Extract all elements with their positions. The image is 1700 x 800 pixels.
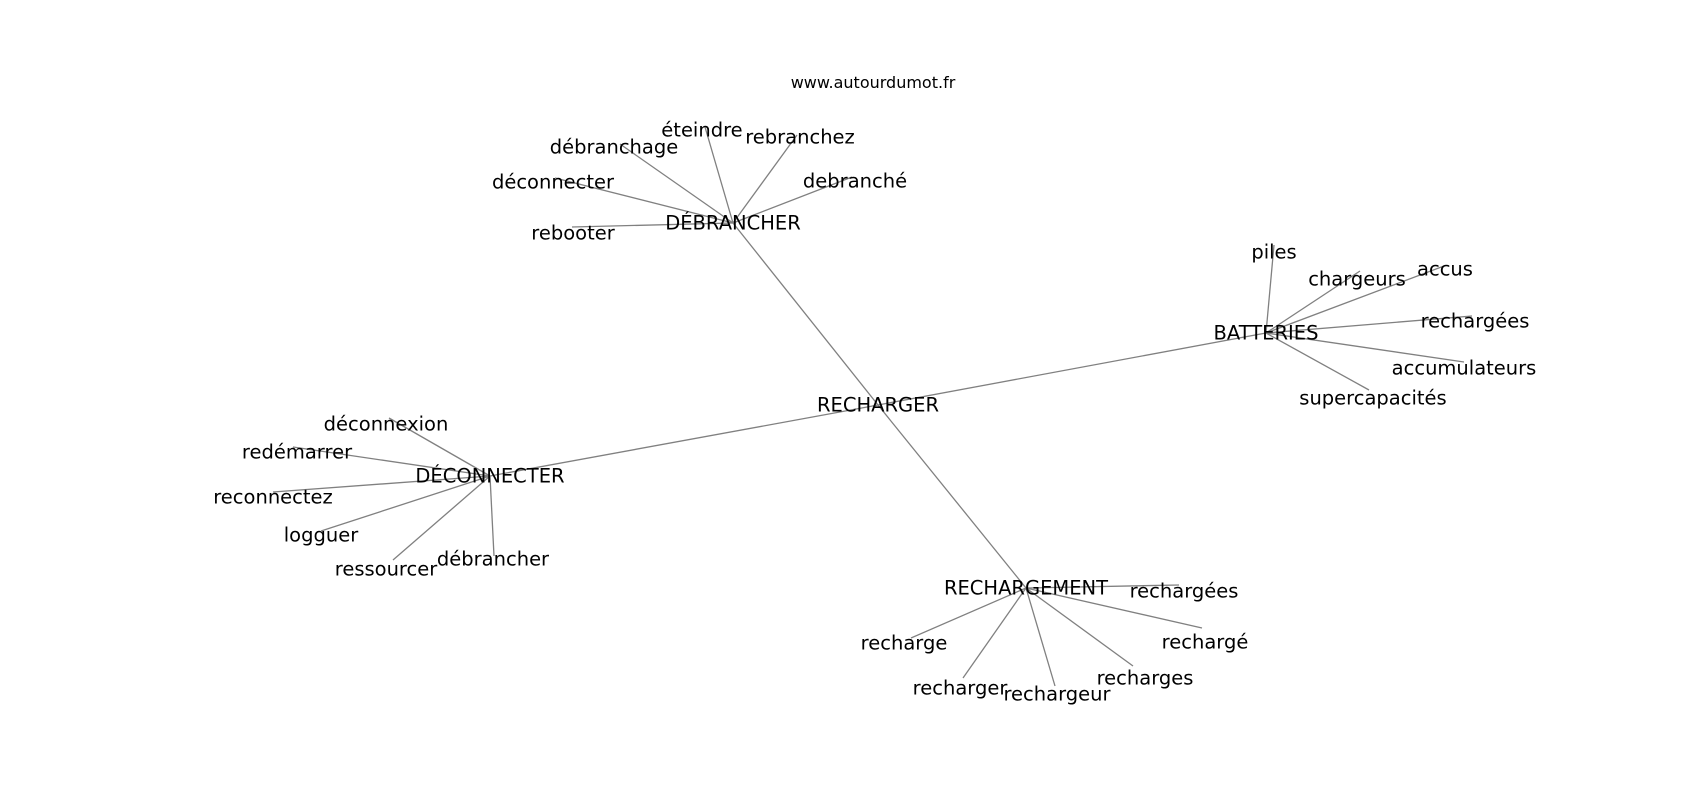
leaf-node-rebranchez: rebranchez: [745, 126, 855, 149]
source-credit: www.autourdumot.fr: [791, 73, 956, 92]
edge-batteries-to-accus: [1265, 265, 1445, 334]
edge-center-to-rechargement: [877, 404, 1027, 589]
leaf-node-recharges: recharges: [1097, 667, 1194, 690]
edge-center-to-batteries: [877, 332, 1267, 406]
leaf-node-logguer: logguer: [284, 524, 359, 547]
edge-debrancher-to-rebranchez: [732, 134, 798, 224]
edge-debrancher-to-rebooter: [571, 222, 734, 228]
leaf-node-debrancher: débrancher: [437, 548, 550, 571]
edge-deconnecter-to-redemarrer: [292, 446, 491, 477]
center-node-recharger: RECHARGER: [817, 394, 939, 417]
leaf-node-eteindre: éteindre: [661, 119, 742, 142]
leaf-node-rechargees: rechargées: [1130, 580, 1239, 603]
edge-deconnecter-to-reconnectez: [272, 475, 491, 493]
leaf-node-rebooter: rebooter: [531, 222, 615, 245]
leaf-node-debranchage: débranchage: [550, 136, 678, 159]
edge-rechargement-to-recharges: [1025, 587, 1134, 667]
edge-deconnecter-to-logguer: [320, 475, 491, 532]
graph-edges: [272, 126, 1473, 687]
leaf-node-redemarrer: redémarrer: [242, 441, 353, 464]
edge-debrancher-to-eteindre: [704, 126, 734, 224]
edge-batteries-to-supercapacites: [1265, 332, 1370, 391]
hub-node-debrancher: DÉBRANCHER: [665, 212, 801, 235]
leaf-node-recharger: recharger: [913, 677, 1009, 700]
edge-deconnecter-to-deconnexion: [388, 417, 491, 477]
leaf-node-reconnectez: reconnectez: [213, 486, 333, 509]
hub-node-deconnecter: DÉCONNECTER: [415, 465, 564, 488]
edge-rechargement-to-recharger: [962, 587, 1027, 679]
edge-deconnecter-to-ressourcer: [392, 475, 491, 561]
leaf-node-accus: accus: [1417, 258, 1473, 281]
edge-debrancher-to-debranchage: [619, 143, 734, 224]
hub-node-batteries: BATTERIES: [1213, 322, 1318, 345]
leaf-node-recharge: rechargé: [1162, 631, 1249, 654]
edge-debrancher-to-deconnecter: [554, 177, 734, 224]
leaf-node-piles: piles: [1251, 241, 1296, 264]
leaf-node-supercapacites: supercapacités: [1299, 387, 1446, 410]
edge-batteries-to-chargeurs: [1265, 270, 1361, 334]
edge-batteries-to-rechargees: [1265, 315, 1473, 334]
edge-rechargement-to-rechargees: [1025, 584, 1180, 589]
leaf-node-deconnecter: déconnecter: [492, 171, 615, 194]
edge-center-to-debrancher: [732, 222, 879, 406]
edge-rechargement-to-recharge: [1025, 587, 1203, 629]
edge-center-to-deconnecter: [489, 404, 879, 477]
leaf-node-chargeurs: chargeurs: [1308, 268, 1406, 291]
leaf-node-rechargeur: rechargeur: [1003, 683, 1111, 706]
edge-deconnecter-to-debrancher: [489, 475, 495, 557]
leaf-node-accumulateurs: accumulateurs: [1392, 357, 1537, 380]
leaf-node-recharge: recharge: [861, 632, 948, 655]
edge-batteries-to-piles: [1265, 244, 1275, 334]
edge-debrancher-to-debranche: [732, 176, 853, 224]
leaf-node-debranche: debranché: [803, 170, 907, 193]
edge-rechargement-to-recharge: [910, 587, 1027, 639]
edge-batteries-to-accumulateurs: [1265, 332, 1465, 363]
edge-rechargement-to-rechargeur: [1025, 587, 1056, 687]
leaf-node-rechargees: rechargées: [1421, 310, 1530, 333]
leaf-node-deconnexion: déconnexion: [324, 413, 449, 436]
leaf-node-ressourcer: ressourcer: [335, 558, 439, 581]
hub-node-rechargement: RECHARGEMENT: [944, 577, 1108, 600]
